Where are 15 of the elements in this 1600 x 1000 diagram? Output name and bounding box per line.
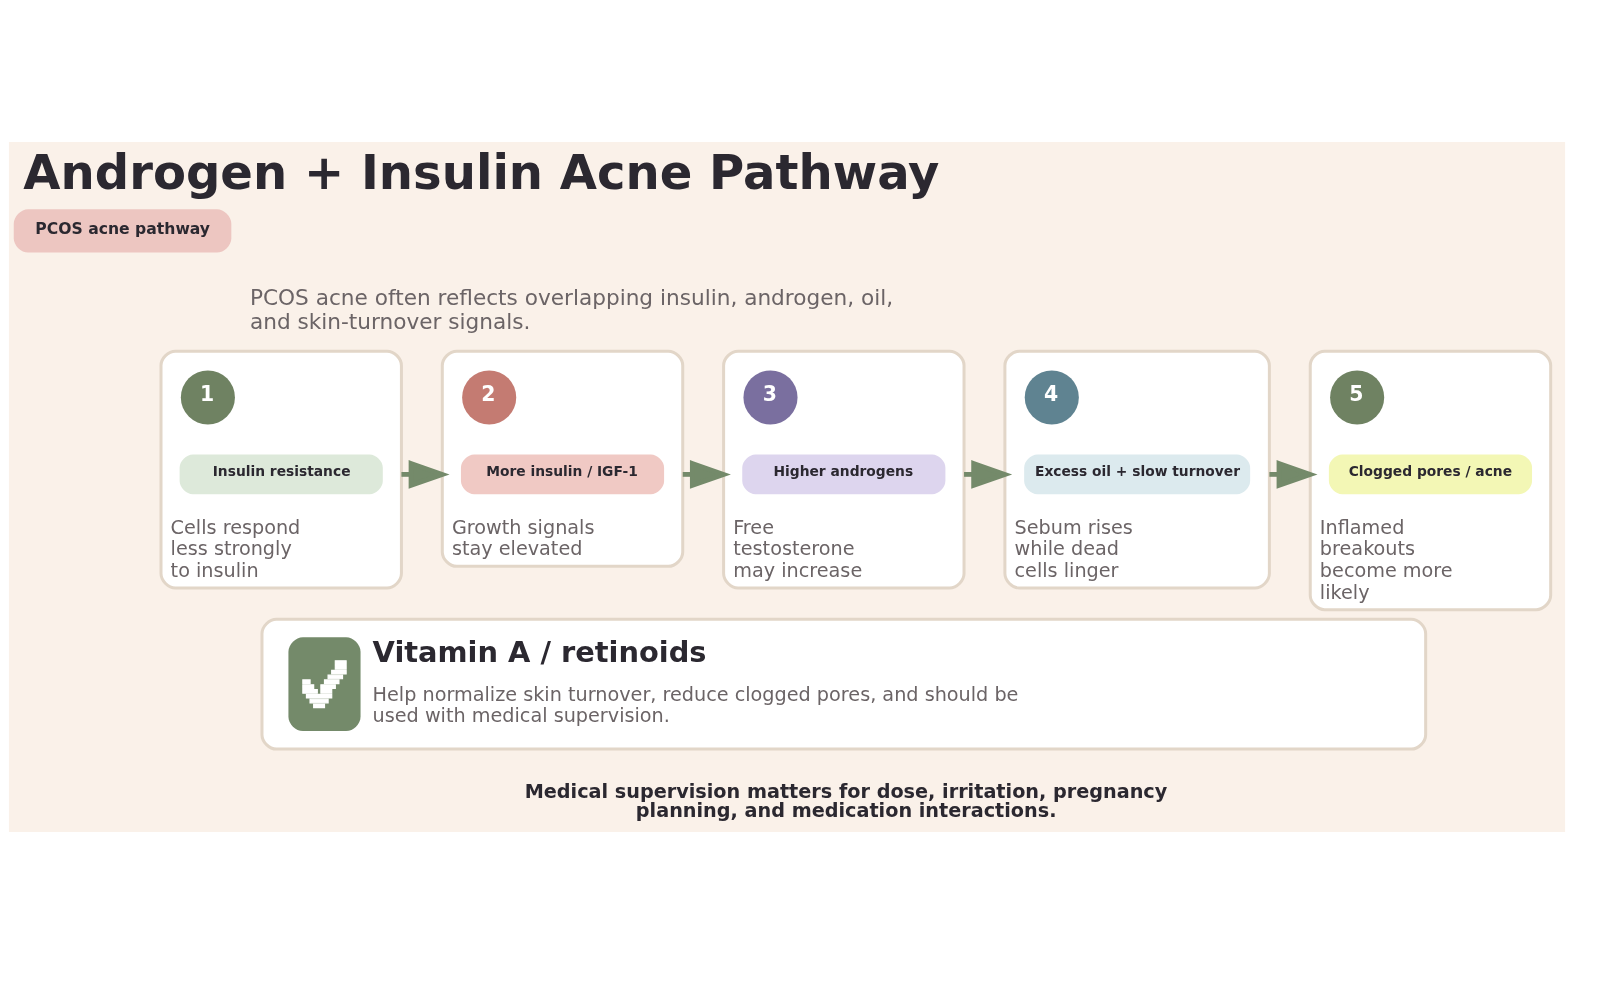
- node-circle: 2: [462, 370, 517, 425]
- node-circle: 5: [1330, 370, 1385, 425]
- node-box: PCOS acne pathway: [13, 209, 232, 253]
- node-box: Higher androgens: [742, 454, 946, 495]
- node-box: More insulin / IGF-1: [460, 454, 665, 495]
- node-box: Vitamin A / retinoids Help normalize skin turnover, reduce clogged pores, and should be used with medical supervision.: [260, 617, 1428, 751]
- diagram-title: Androgen + Insulin Acne Pathway: [23, 143, 940, 200]
- node-circle: 1: [180, 370, 235, 425]
- label: Medical supervision matters for dose, irritation, pregnancy planning, and medication interactions.: [524, 780, 1168, 823]
- node-circle: 3: [743, 370, 798, 425]
- node-box: Insulin resistance: [179, 454, 383, 495]
- node-box: Clogged pores / acne: [1328, 454, 1533, 495]
- node-box: Excess oil + slow turnover: [1024, 454, 1251, 495]
- label: PCOS acne often reflects overlapping insulin, androgen, oil, and skin-turnover signals.: [249, 284, 894, 334]
- node-circle: 4: [1024, 370, 1079, 425]
